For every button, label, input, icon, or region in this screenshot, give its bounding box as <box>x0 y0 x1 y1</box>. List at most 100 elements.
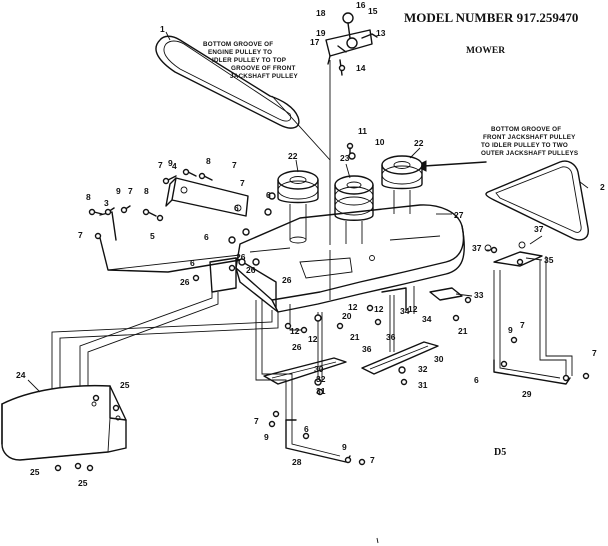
rear-support-rods <box>255 256 573 420</box>
callout-26-a: 26 <box>236 252 246 262</box>
callout-7-c: 7 <box>240 178 245 188</box>
callout-37-a: 37 <box>472 243 482 253</box>
callout-12-e: 12 <box>308 334 318 344</box>
jackshaft-pulley-right-part-22 <box>381 155 423 214</box>
callout-7-g: 7 <box>592 348 597 358</box>
callout-9-b: 9 <box>116 186 121 196</box>
mower-blade-right-part-30 <box>361 341 439 375</box>
callout-35: 35 <box>544 255 554 265</box>
callout-36-a: 36 <box>362 344 372 354</box>
page-code: D5 <box>494 447 506 458</box>
callout-9-c: 9 <box>508 325 513 335</box>
front-link-rod <box>99 211 241 273</box>
callout-26-e: 26 <box>292 342 302 352</box>
callout-31-a: 31 <box>316 386 326 396</box>
callout-25-a: 25 <box>120 380 130 390</box>
model-number-title: MODEL NUMBER 917.259470 <box>404 10 578 25</box>
callout-7-i: 7 <box>370 455 375 465</box>
engine-belt-note-line-4: GROOVE OF FRONT <box>231 65 296 72</box>
callout-7-h: 7 <box>254 416 259 426</box>
callout-36-b: 36 <box>386 332 396 342</box>
engine-belt-note-line-2: ENGINE PULLEY TO <box>208 49 272 56</box>
rear-lift-bar-part-29 <box>493 359 571 385</box>
callout-9-d: 9 <box>264 432 269 442</box>
callout-6-f: 6 <box>304 424 309 434</box>
callout-12-b: 12 <box>374 304 384 314</box>
discharge-chute-part-24 <box>1 384 127 461</box>
jackshaft-belt-note-line-3: TO IDLER PULLEY TO TWO <box>481 142 568 149</box>
callout-1: 1 <box>160 24 165 34</box>
callout-29: 29 <box>522 389 532 399</box>
callout-32-b: 32 <box>418 364 428 374</box>
callout-22-b: 22 <box>414 138 424 148</box>
callout-22-a: 22 <box>288 151 298 161</box>
rear-lift-bar-part-28 <box>285 419 351 463</box>
engine-belt-note-line-5: JACKSHAFT PULLEY <box>230 73 299 80</box>
callout-26-d: 26 <box>180 277 190 287</box>
callout-6-d: 6 <box>190 258 195 268</box>
callout-5: 5 <box>150 231 155 241</box>
jackshaft-pulley-left-part-22 <box>277 170 319 244</box>
chute-connection-lines <box>51 292 279 392</box>
jackshaft-belt-note-line-2: FRONT JACKSHAFT PULLEY <box>483 134 576 141</box>
callout-numbers: 1 2 3 4 5 6 6 6 6 6 6 7 7 7 7 7 7 7 7 7 … <box>16 0 605 488</box>
callout-2: 2 <box>600 182 605 192</box>
callout-17: 17 <box>310 37 320 47</box>
engine-belt-part-1 <box>155 35 300 129</box>
callout-11: 11 <box>358 126 367 136</box>
callout-12-d: 12 <box>290 326 300 336</box>
callout-25-b: 25 <box>30 467 40 477</box>
right-hanger-bracket <box>484 241 543 267</box>
engine-belt-leader <box>271 95 331 161</box>
engine-belt-note-line-1: BOTTOM GROOVE OF <box>203 41 273 48</box>
callout-15: 15 <box>368 6 378 16</box>
section-label: MOWER <box>466 46 505 56</box>
idler-bracket-assembly <box>325 12 378 245</box>
callout-8-c: 8 <box>144 186 149 196</box>
callout-26-c: 26 <box>282 275 292 285</box>
callout-10: 10 <box>375 137 385 147</box>
callout-6-e: 6 <box>474 375 479 385</box>
callout-3: 3 <box>104 198 109 208</box>
engine-belt-note-line-3: IDLER PULLEY TO TOP <box>212 57 286 64</box>
callout-33: 33 <box>474 290 484 300</box>
callout-12-a: 12 <box>348 302 358 312</box>
callout-9-e: 9 <box>342 442 347 452</box>
callout-7-f: 7 <box>520 320 525 330</box>
callout-20: 20 <box>342 311 352 321</box>
center-deck-hardware <box>381 286 463 314</box>
jackshaft-belt-note-line-4: OUTER JACKSHAFT PULLEYS <box>481 150 578 157</box>
callout-30-a: 30 <box>314 364 324 374</box>
left-deck-bracket <box>209 257 277 309</box>
fasteners <box>54 64 590 472</box>
callout-14: 14 <box>356 63 366 73</box>
page-mark <box>376 537 379 544</box>
jackshaft-belt-note-line-1: BOTTOM GROOVE OF <box>491 126 561 133</box>
callout-25-c: 25 <box>78 478 88 488</box>
callout-27: 27 <box>454 210 464 220</box>
callout-8-b: 8 <box>86 192 91 202</box>
callout-37-b: 37 <box>534 224 544 234</box>
callout-30-b: 30 <box>434 354 444 364</box>
callout-34-b: 34 <box>422 314 432 324</box>
callout-28: 28 <box>292 457 302 467</box>
callout-6-b: 6 <box>234 203 239 213</box>
callout-16: 16 <box>356 0 366 10</box>
callout-31-b: 31 <box>418 380 428 390</box>
front-hanger-bracket <box>165 177 249 217</box>
callout-7-d: 7 <box>128 186 133 196</box>
callout-26-b: 26 <box>246 265 256 275</box>
callout-23: 23 <box>340 153 350 163</box>
callout-6-a: 6 <box>204 232 209 242</box>
engine-belt-note: BOTTOM GROOVE OF ENGINE PULLEY TO IDLER … <box>203 41 299 80</box>
callout-8-a: 8 <box>206 156 211 166</box>
callout-21-a: 21 <box>350 332 360 342</box>
mower-deck-housing-part-27 <box>235 204 465 313</box>
callout-7-e: 7 <box>78 230 83 240</box>
jackshaft-belt-arrow <box>423 161 487 167</box>
callout-32-a: 32 <box>316 374 326 384</box>
jackshaft-pulley-center-part-23 <box>334 175 374 244</box>
callout-18: 18 <box>316 8 326 18</box>
callout-7-a: 7 <box>158 160 163 170</box>
